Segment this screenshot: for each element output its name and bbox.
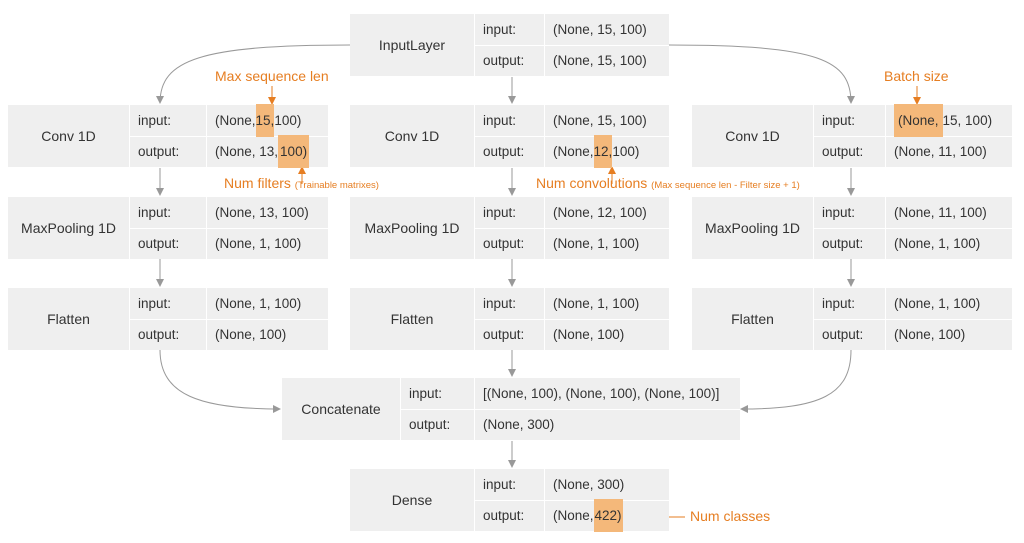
output-label: output: (409, 417, 451, 432)
node-title: Conv 1D (384, 128, 440, 144)
highlight-batch-size: (None, (894, 104, 943, 137)
maxpool-mid-node: MaxPooling 1D input: (None, 12, 100) out… (350, 197, 669, 259)
input-shape: (None, 1, 100) (215, 296, 302, 311)
output-label: output: (822, 327, 864, 342)
input-shape: (None, 13, 100) (215, 205, 309, 220)
annotation-num-filters: Num filters (Trainable matrixes) (224, 175, 379, 191)
node-title: MaxPooling 1D (705, 220, 800, 236)
input-shape: [(None, 100), (None, 100), (None, 100)] (483, 386, 720, 401)
input-label: input: (138, 113, 172, 128)
output-label: output: (138, 327, 180, 342)
highlight-num-convolutions: 12, (593, 135, 613, 168)
output-shape: (None, 1, 100) (894, 236, 981, 251)
edge-flat-right-to-concat (740, 349, 852, 413)
conv1d-mid-node: Conv 1D input: (None, 15, 100) output: (… (350, 105, 669, 168)
input-label: input: (483, 296, 517, 311)
node-title: Flatten (47, 311, 90, 327)
node-title: InputLayer (378, 37, 446, 53)
node-title: MaxPooling 1D (364, 220, 460, 236)
flatten-right-node: Flatten input: (None, 1, 100) output: (N… (692, 288, 1012, 350)
output-shape: (None, 100) (894, 327, 966, 342)
annotation-num-filters-note: (Trainable matrixes) (294, 180, 379, 191)
input-layer-node: InputLayer input: (None, 15, 100) output… (350, 14, 669, 76)
node-title: Conv 1D (41, 128, 96, 144)
conv1d-right-node: Conv 1D input: (None, 15, 100) output: (… (692, 104, 1012, 167)
annotation-batch-size: Batch size (884, 68, 949, 84)
output-label: output: (483, 327, 525, 342)
output-shape: (None, 1, 100) (215, 236, 302, 251)
output-shape: (None, 422) (545, 499, 669, 532)
flatten-mid-node: Flatten input: (None, 1, 100) output: (N… (350, 288, 669, 350)
highlight-num-filters: 100) (278, 135, 310, 168)
flatten-left-node: Flatten input: (None, 1, 100) output: (N… (8, 288, 328, 350)
conv1d-left-node: Conv 1D input: (None, 15, 100) output: (… (8, 104, 328, 168)
output-shape: (None, 100) (215, 327, 287, 342)
output-label: output: (138, 144, 180, 159)
input-label: input: (409, 386, 443, 401)
input-label: input: (483, 22, 517, 37)
input-label: input: (138, 205, 172, 220)
output-label: output: (483, 144, 525, 159)
node-title: Flatten (390, 311, 434, 327)
input-label: input: (822, 296, 856, 311)
input-shape: (None, 11, 100) (894, 205, 987, 220)
input-shape: (None, 15, 100) (553, 22, 647, 37)
input-label: input: (822, 113, 856, 128)
input-shape: (None, 15, 100) (886, 104, 1012, 137)
output-shape: (None, 300) (483, 417, 555, 432)
output-shape: (None, 1, 100) (553, 236, 640, 251)
dense-node: Dense input: (None, 300) output: (None, … (350, 469, 669, 532)
output-shape: (None, 12, 100) (545, 135, 669, 168)
input-shape: (None, 15, 100) (207, 104, 328, 137)
edge-flat-left-to-concat (159, 349, 281, 413)
node-title: Dense (391, 492, 433, 508)
output-label: output: (138, 236, 180, 251)
output-label: output: (822, 236, 864, 251)
annotation-num-convolutions: Num convolutions (Max sequence len - Fil… (536, 175, 800, 191)
input-shape: (None, 12, 100) (553, 205, 647, 220)
annotation-num-convolutions-note: (Max sequence len - Filter size + 1) (651, 180, 800, 191)
highlight-seq-len: 15, (255, 104, 275, 137)
annotation-max-sequence-len: Max sequence len (215, 68, 329, 84)
output-label: output: (483, 53, 525, 68)
node-title: Concatenate (301, 401, 381, 417)
maxpool-right-node: MaxPooling 1D input: (None, 11, 100) out… (692, 197, 1012, 259)
concatenate-node: Concatenate input: [(None, 100), (None, … (282, 378, 740, 440)
output-shape: (None, 15, 100) (553, 53, 647, 68)
input-label: input: (822, 205, 856, 220)
node-title: Flatten (731, 311, 774, 327)
highlight-num-classes: 422) (593, 499, 623, 532)
input-label: input: (483, 205, 517, 220)
annotation-num-classes: Num classes (690, 508, 771, 524)
input-label: input: (483, 113, 517, 128)
output-label: output: (822, 144, 864, 159)
output-shape: (None, 100) (553, 327, 625, 342)
output-shape: (None, 11, 100) (894, 144, 987, 159)
input-shape: (None, 1, 100) (553, 296, 640, 311)
input-shape: (None, 1, 100) (894, 296, 981, 311)
edge-input-to-conv-left (156, 44, 351, 104)
node-title: Conv 1D (725, 128, 780, 144)
output-label: output: (483, 508, 525, 523)
input-label: input: (138, 296, 172, 311)
input-shape: (None, 15, 100) (553, 113, 647, 128)
input-label: input: (483, 477, 517, 492)
output-shape: (None, 13, 100) (207, 135, 328, 168)
edge-input-to-conv-right (668, 44, 855, 104)
maxpool-left-node: MaxPooling 1D input: (None, 13, 100) out… (8, 197, 328, 259)
input-shape: (None, 300) (553, 477, 625, 492)
node-title: MaxPooling 1D (21, 220, 116, 236)
output-label: output: (483, 236, 525, 251)
